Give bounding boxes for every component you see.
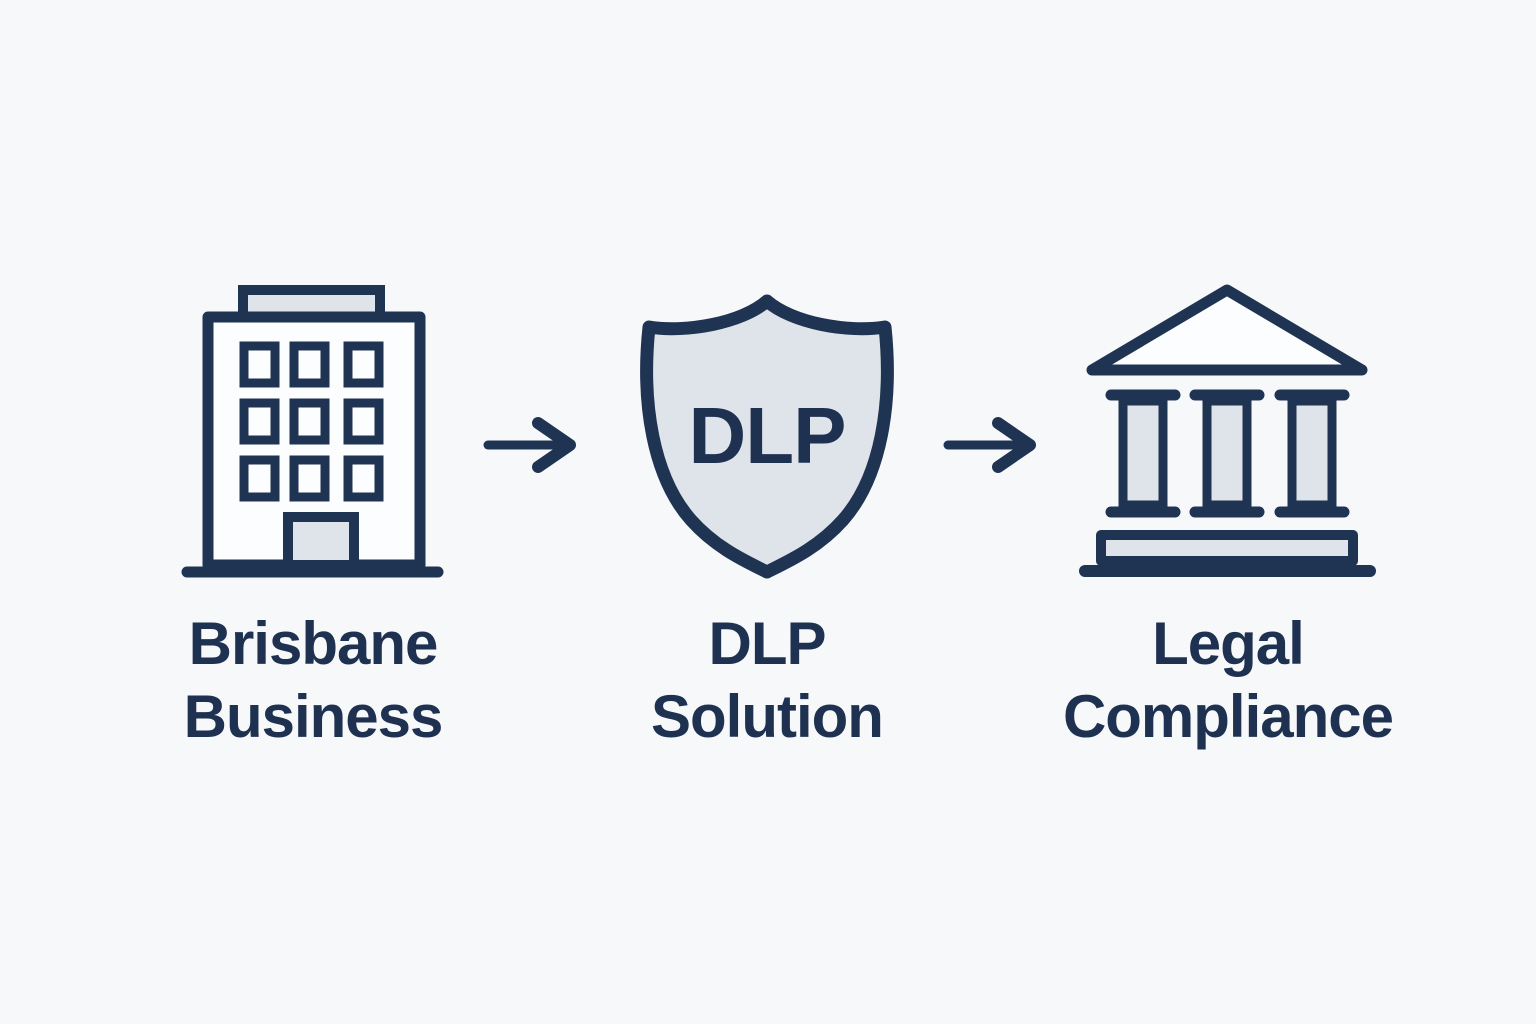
- node-brisbane-business: [180, 283, 445, 581]
- label-line: Business: [183, 683, 444, 750]
- label-line: Solution: [651, 683, 884, 750]
- bank-icon: [1079, 284, 1376, 577]
- label-line: DLP: [708, 610, 827, 677]
- label-line: Brisbane: [188, 610, 439, 677]
- label-line: Compliance: [1062, 683, 1394, 750]
- label-line: Legal: [1152, 610, 1305, 677]
- node-dlp-solution: DLP: [630, 291, 905, 583]
- shield-icon: DLP: [640, 294, 894, 579]
- label-dlp-solution: DLP Solution: [537, 607, 997, 753]
- arrow-right-icon: [943, 417, 1036, 473]
- label-legal-compliance: Legal Compliance: [998, 607, 1458, 753]
- building-icon: [181, 285, 444, 578]
- shield-badge-text: DLP: [689, 391, 846, 480]
- label-brisbane-business: Brisbane Business: [83, 607, 543, 753]
- arrow-right-icon: [483, 417, 576, 473]
- node-legal-compliance: [1075, 283, 1380, 579]
- connector-1: [482, 414, 582, 476]
- connector-2: [942, 414, 1042, 476]
